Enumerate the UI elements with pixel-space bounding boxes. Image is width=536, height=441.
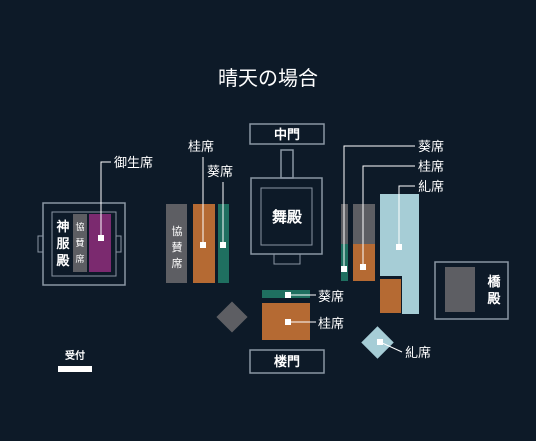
kyosan-inner-char-2: 賛	[75, 237, 84, 249]
kyosan-inner-seat	[73, 214, 87, 272]
butaiden-corridor	[280, 149, 294, 179]
hashiden-outer	[434, 261, 509, 320]
tadasu-bottom-label: 糺席	[405, 345, 431, 361]
aoi-bottom-marker	[285, 292, 291, 298]
katsura-left-label: 桂席	[188, 139, 214, 155]
hashiden-char-2: 殿	[486, 291, 501, 307]
gray-seat-right-2	[353, 204, 375, 244]
shinpukuden-right-step	[115, 235, 122, 253]
katsura-seat-right	[353, 244, 375, 281]
katsura-bottom-marker	[285, 319, 291, 325]
tadasu-right-leader	[398, 185, 415, 246]
kyosan-char-1: 協	[172, 225, 183, 238]
shinpukuden-char-3: 殿	[55, 253, 70, 269]
aoi-bottom-label: 葵席	[318, 289, 344, 305]
hashiden-char-1: 橋	[487, 274, 501, 290]
kyosan-inner-char-3: 席	[75, 253, 84, 265]
uketsuke-bar	[58, 366, 92, 372]
aoi-left-label: 葵席	[207, 164, 233, 180]
map-title: 晴天の場合	[218, 66, 318, 90]
butaiden-steps	[273, 253, 301, 265]
kyosan-char-2: 賛	[172, 240, 183, 254]
katsura-right-leader	[362, 165, 415, 266]
aoi-right-leader	[343, 145, 415, 268]
butaiden-inner	[260, 187, 313, 246]
katsura-seat-lower-right	[380, 279, 401, 313]
romon-box	[249, 349, 325, 374]
aoi-right-marker	[341, 266, 347, 272]
gyosei-marker	[98, 235, 104, 241]
chumon-label: 中門	[274, 127, 300, 143]
katsura-bottom-label: 桂席	[318, 316, 344, 332]
romon-label: 楼門	[274, 354, 300, 370]
tadasu-right-label: 糺席	[418, 179, 444, 195]
tadasu-bottom-marker	[377, 339, 383, 345]
hashiden-inner	[445, 267, 475, 312]
gyosei-label: 御生席	[114, 155, 153, 171]
tadasu-bottom-leader	[379, 341, 403, 353]
kyosan-seat	[166, 204, 187, 283]
katsura-left-marker	[200, 242, 206, 248]
shinpukuden-char-2: 服	[56, 237, 70, 252]
gray-diamond	[216, 301, 248, 333]
kyosan-char-3: 席	[172, 256, 183, 270]
tadasu-right-marker	[396, 244, 402, 250]
butaiden: 舞殿	[250, 149, 323, 265]
uketsuke-label: 受付	[65, 349, 85, 362]
chumon-box	[249, 123, 325, 145]
aoi-right-label: 葵席	[418, 139, 444, 155]
shinpukuden-left-step	[37, 235, 44, 253]
kyosan-inner-char-1: 協	[75, 221, 84, 233]
shinpukuden-char-1: 神	[56, 219, 69, 235]
tadasu-seat-right	[380, 194, 419, 314]
gyosei-leader	[100, 161, 111, 238]
katsura-right-marker	[360, 264, 366, 270]
butaiden-label: 舞殿	[272, 208, 303, 226]
shinpukuden: 神 服 殿 協 賛 席	[37, 202, 126, 286]
aoi-left-marker	[220, 242, 226, 248]
gyosei-seat	[89, 214, 111, 272]
katsura-right-label: 桂席	[418, 159, 444, 175]
